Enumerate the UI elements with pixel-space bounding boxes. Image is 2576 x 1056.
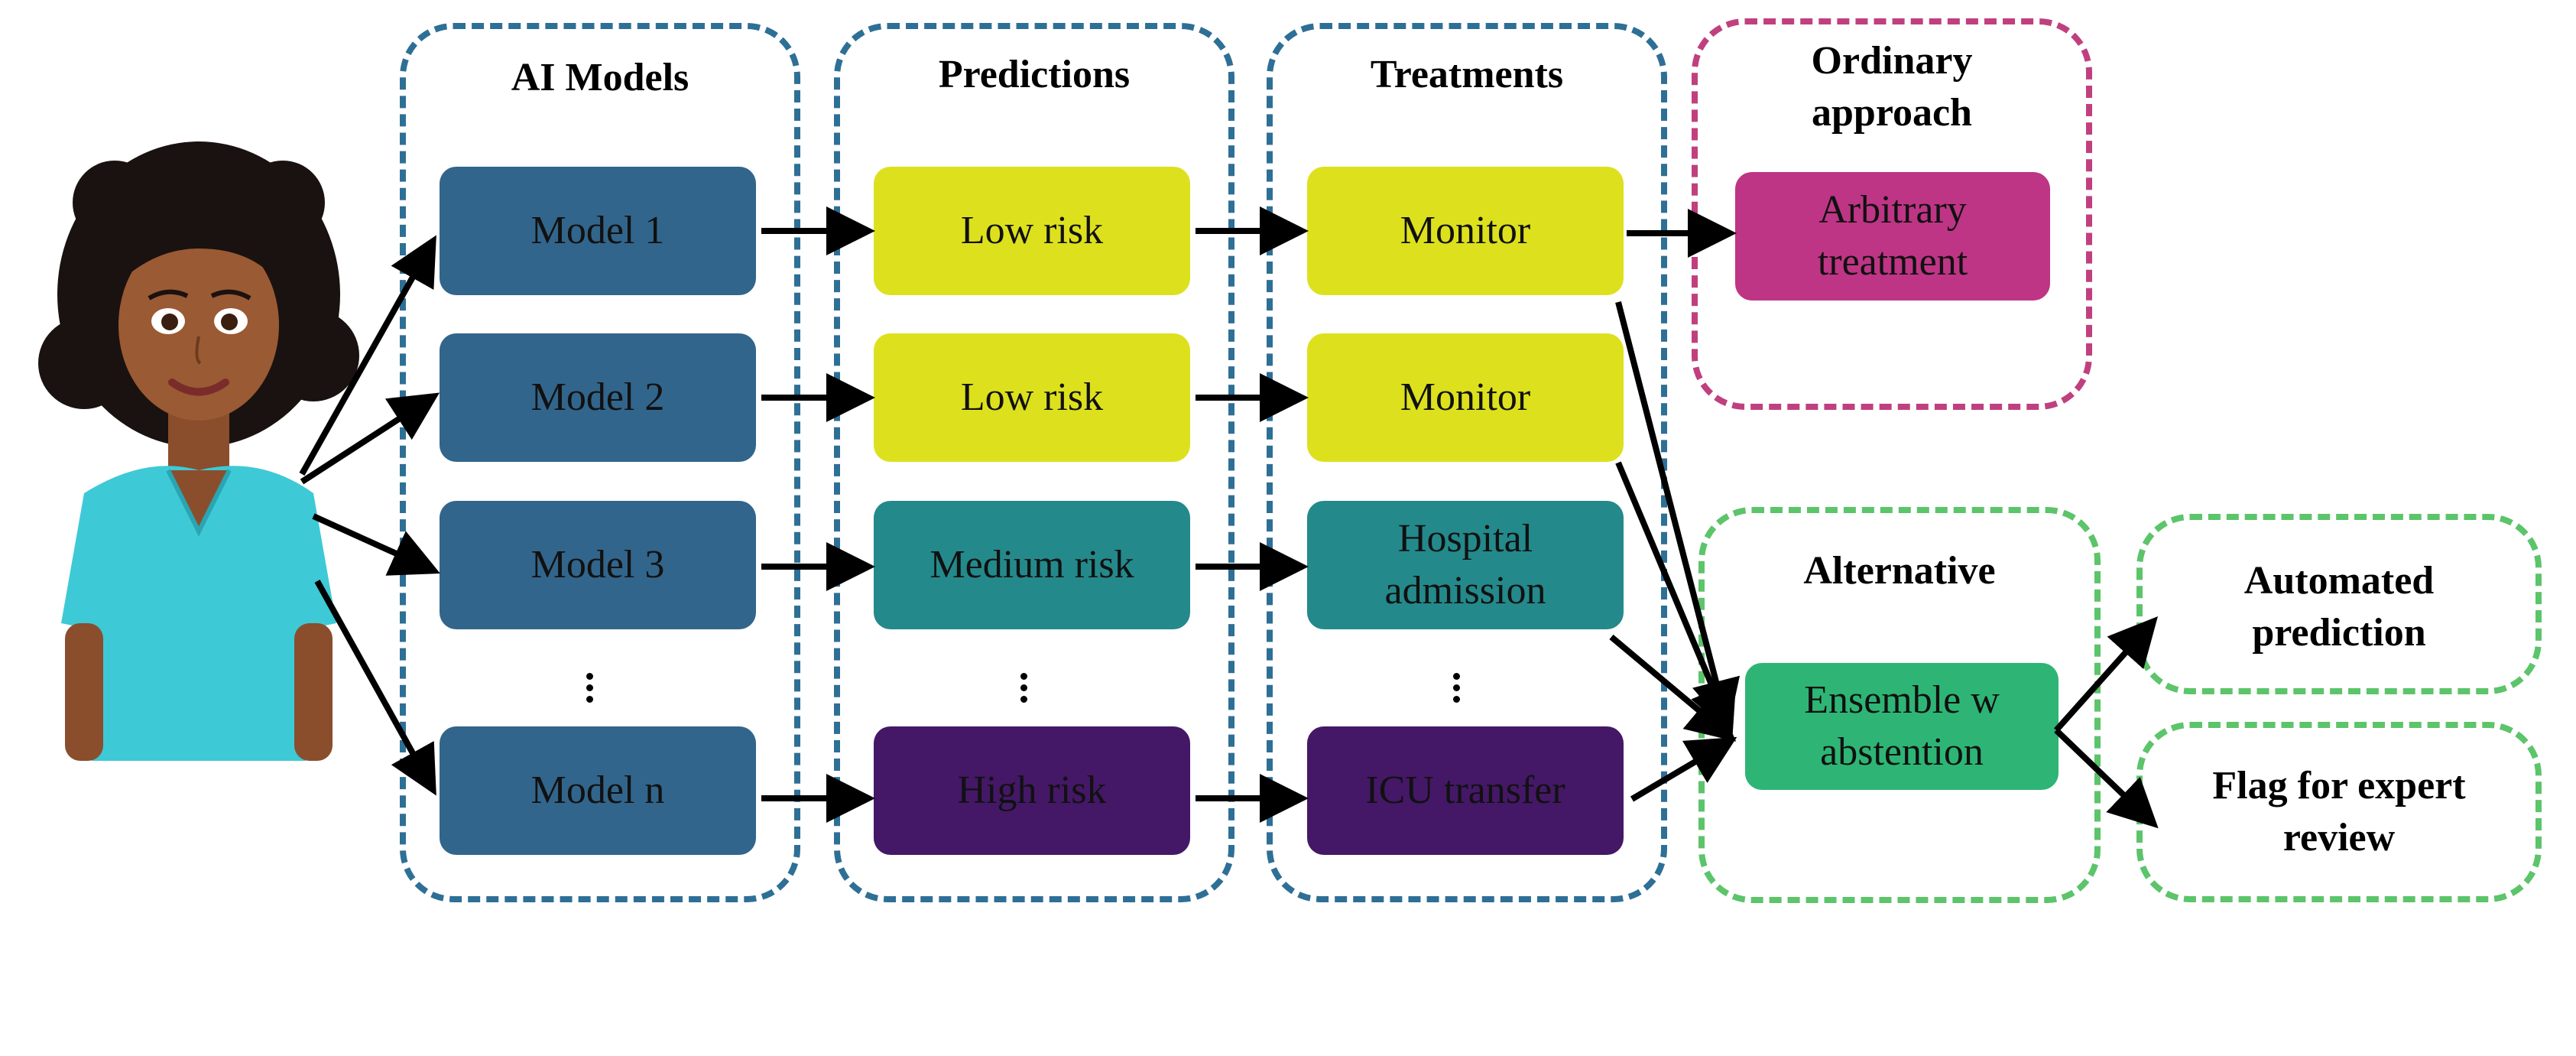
treatments-group: Treatments [1267,23,1667,902]
arrow-treatmentn-ensemble [1630,736,1737,802]
model-1-box: Model 1 [440,167,756,295]
arrow-nurse-model2 [300,392,440,485]
arrow-ensemble-automated [2054,616,2158,733]
automated-prediction-group: Automated prediction [2136,514,2542,694]
ordinary-approach-heading: Ordinary approach [1811,39,1973,135]
arrow-ensemble-flag [2054,728,2159,829]
predictions-ellipsis-icon [1018,673,1029,707]
nurse-illustration-icon [38,141,359,761]
treatments-heading: Treatments [1370,53,1564,96]
models-ellipsis-icon [584,673,595,707]
arrow-treatment1-ensemble [1615,301,1741,729]
prediction-n-box: High risk [874,726,1190,855]
arrow-nurse-modeln [314,580,436,796]
treatment-1-box: Monitor [1307,167,1624,295]
ai-models-group: AI Models [400,23,800,902]
prediction-3-box: Medium risk [874,501,1190,629]
predictions-group: Predictions [834,23,1234,902]
arrow-nurse-model1 [299,235,436,476]
automated-prediction-heading: Automated prediction [2243,559,2435,655]
prediction-1-box: Low risk [874,167,1190,295]
model-2-box: Model 2 [440,333,756,462]
ai-models-heading: AI Models [511,56,689,99]
flag-review-heading: Flag for expert review [2212,764,2466,859]
ensemble-abstention-box: Ensemble w abstention [1745,663,2059,790]
treatment-3-box: Hospital admission [1307,501,1624,629]
predictions-heading: Predictions [938,53,1131,96]
arrow-treatment2-ensemble [1615,461,1737,736]
arrow-nurse-model3 [312,513,440,576]
model-n-box: Model n [440,726,756,855]
model-3-box: Model 3 [440,501,756,629]
treatment-2-box: Monitor [1307,333,1624,462]
flag-review-group: Flag for expert review [2136,722,2542,902]
treatment-n-box: ICU transfer [1307,726,1624,855]
alternative-heading: Alternative [1803,549,1996,593]
arrow-treatment3-ensemble [1609,634,1737,742]
prediction-2-box: Low risk [874,333,1190,462]
arbitrary-treatment-box: Arbitrary treatment [1735,172,2050,301]
treatments-ellipsis-icon [1451,673,1462,707]
